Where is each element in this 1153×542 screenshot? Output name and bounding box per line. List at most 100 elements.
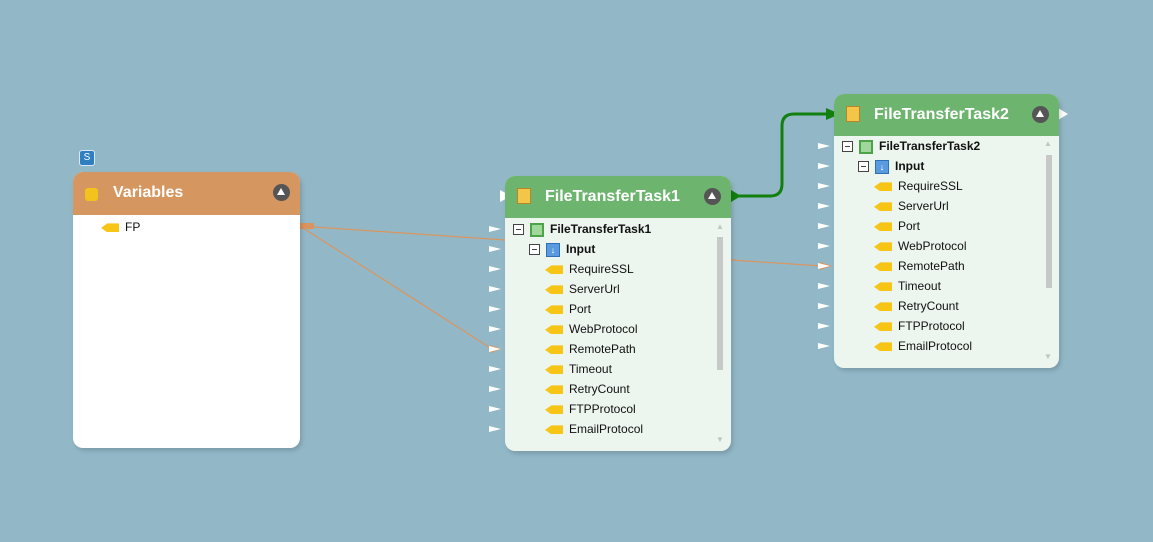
task-icon: [846, 106, 860, 122]
task2-node[interactable]: FileTransferTask2 FileTransferTask2 ↓Inp…: [834, 94, 1059, 368]
task2-header[interactable]: FileTransferTask2: [834, 94, 1059, 136]
collapse-button[interactable]: [1032, 106, 1049, 123]
property-icon: [545, 265, 563, 275]
scroll-up-icon[interactable]: ▲: [716, 222, 724, 231]
collapse-toggle-icon[interactable]: [842, 141, 853, 153]
property-icon: [874, 182, 892, 192]
input-port-arrow[interactable]: [489, 226, 501, 232]
input-port-arrow[interactable]: [489, 286, 501, 292]
property-label: RequireSSL: [569, 262, 634, 276]
input-port-arrow[interactable]: [489, 366, 501, 372]
input-port-arrow[interactable]: [818, 343, 830, 349]
variables-header[interactable]: Variables: [73, 172, 300, 215]
input-port-arrow[interactable]: [818, 223, 830, 229]
input-port-arrow[interactable]: [489, 426, 501, 432]
input-property-row[interactable]: WebProtocol: [545, 320, 637, 338]
property-label: FTPProtocol: [569, 402, 636, 416]
task1-node[interactable]: FileTransferTask1 FileTransferTask1 ↓Inp…: [505, 176, 731, 451]
property-label: Port: [898, 219, 921, 233]
input-property-row[interactable]: RequireSSL: [545, 260, 634, 278]
input-property-row[interactable]: RequireSSL: [874, 177, 963, 195]
input-property-row[interactable]: Timeout: [874, 277, 941, 295]
input-port-arrow[interactable]: [489, 306, 501, 312]
property-label: WebProtocol: [898, 239, 967, 253]
task-node-icon: [859, 139, 873, 154]
property-label: RetryCount: [569, 382, 630, 396]
input-property-row[interactable]: Timeout: [545, 360, 612, 378]
input-property-row[interactable]: WebProtocol: [874, 237, 966, 255]
property-icon: [874, 242, 892, 252]
input-property-row[interactable]: Port: [545, 300, 591, 318]
input-port-arrow[interactable]: [818, 243, 830, 249]
input-property-row[interactable]: FTPProtocol: [874, 317, 965, 335]
task2-flow-output[interactable]: [1058, 108, 1068, 120]
input-port-arrow[interactable]: [489, 346, 501, 352]
input-property-row[interactable]: ServerUrl: [874, 197, 949, 215]
task1-header[interactable]: FileTransferTask1: [505, 176, 731, 218]
input-port-arrow[interactable]: [818, 303, 830, 309]
property-icon: [874, 222, 892, 232]
input-port-arrow[interactable]: [489, 386, 501, 392]
tree-group-input[interactable]: ↓Input: [858, 157, 924, 175]
variable-icon: [101, 223, 119, 233]
step-badge[interactable]: S: [79, 150, 95, 166]
flow-output-port[interactable]: [731, 190, 741, 202]
property-label: Timeout: [898, 279, 941, 293]
wire-fp-to-task1-input[interactable]: [299, 225, 506, 241]
fp-output-port[interactable]: [300, 223, 314, 229]
scroll-up-icon[interactable]: ▲: [1044, 139, 1052, 148]
collapse-button[interactable]: [704, 188, 721, 205]
input-port-arrow[interactable]: [818, 283, 830, 289]
property-icon: [874, 342, 892, 352]
input-port-arrow[interactable]: [489, 406, 501, 412]
task-icon: [517, 188, 531, 204]
property-icon: [545, 425, 563, 435]
property-icon: [874, 262, 892, 272]
wire-fp-to-task1-remotepath[interactable]: [299, 225, 493, 350]
tree-group-input[interactable]: ↓Input: [529, 240, 595, 258]
variables-title: Variables: [113, 184, 184, 201]
flow-wire-task1-to-task2[interactable]: [735, 112, 828, 198]
input-port-arrow[interactable]: [818, 323, 830, 329]
property-label: RetryCount: [898, 299, 959, 313]
property-label: FTPProtocol: [898, 319, 965, 333]
variables-node[interactable]: Variables FP: [73, 172, 300, 448]
input-port-arrow[interactable]: [818, 203, 830, 209]
input-property-row[interactable]: EmailProtocol: [545, 420, 643, 438]
property-icon: [545, 405, 563, 415]
tree-root[interactable]: FileTransferTask1: [513, 220, 651, 238]
wire-task1-to-task2-remotepath[interactable]: [730, 259, 823, 267]
input-port-arrow[interactable]: [489, 266, 501, 272]
collapse-toggle-icon[interactable]: [858, 161, 869, 173]
scrollbar[interactable]: [717, 237, 723, 370]
variable-item[interactable]: FP: [101, 218, 140, 236]
input-port-arrow[interactable]: [818, 263, 830, 269]
collapse-toggle-icon[interactable]: [529, 244, 540, 256]
group-label: Input: [895, 159, 925, 173]
input-property-row[interactable]: RemotePath: [545, 340, 636, 358]
property-icon: [545, 365, 563, 375]
input-property-row[interactable]: RetryCount: [874, 297, 959, 315]
input-property-row[interactable]: ServerUrl: [545, 280, 620, 298]
input-port-arrow[interactable]: [489, 326, 501, 332]
collapse-button[interactable]: [273, 184, 290, 201]
input-port-arrow[interactable]: [818, 143, 830, 149]
input-property-row[interactable]: RetryCount: [545, 380, 630, 398]
scroll-down-icon[interactable]: ▼: [716, 435, 724, 444]
input-property-row[interactable]: EmailProtocol: [874, 337, 972, 355]
scrollbar[interactable]: [1046, 155, 1052, 288]
flow-arrowhead: [826, 108, 840, 120]
property-label: ServerUrl: [898, 199, 949, 213]
input-property-row[interactable]: FTPProtocol: [545, 400, 636, 418]
input-port-arrow[interactable]: [818, 163, 830, 169]
input-icon: ↓: [546, 242, 560, 257]
collapse-toggle-icon[interactable]: [513, 224, 524, 236]
input-property-row[interactable]: RemotePath: [874, 257, 965, 275]
scroll-down-icon[interactable]: ▼: [1044, 352, 1052, 361]
tree-root[interactable]: FileTransferTask2: [842, 137, 980, 155]
input-port-arrow[interactable]: [489, 246, 501, 252]
input-property-row[interactable]: Port: [874, 217, 920, 235]
property-icon: [545, 285, 563, 295]
input-port-arrow[interactable]: [818, 183, 830, 189]
property-icon: [874, 322, 892, 332]
